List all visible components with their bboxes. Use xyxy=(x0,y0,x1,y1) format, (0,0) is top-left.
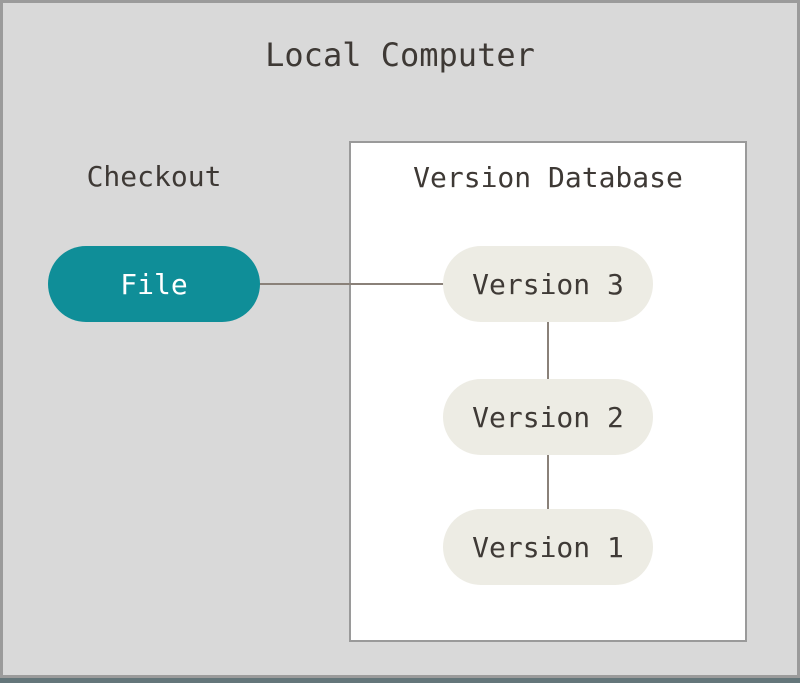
connector-version3-to-version2 xyxy=(547,321,549,379)
version-node-1: Version 1 xyxy=(443,509,653,585)
diagram-title: Local Computer xyxy=(265,36,535,74)
version-node-3: Version 3 xyxy=(443,246,653,322)
connector-file-to-version3 xyxy=(258,283,445,285)
version-node-1-label: Version 1 xyxy=(472,530,624,564)
version-database-title: Version Database xyxy=(413,161,683,194)
connector-version2-to-version1 xyxy=(547,453,549,509)
version-node-2: Version 2 xyxy=(443,379,653,455)
file-node: File xyxy=(48,246,260,322)
version-node-2-label: Version 2 xyxy=(472,400,624,434)
version-node-3-label: Version 3 xyxy=(472,267,624,301)
file-node-label: File xyxy=(120,267,188,301)
checkout-label: Checkout xyxy=(86,160,222,193)
